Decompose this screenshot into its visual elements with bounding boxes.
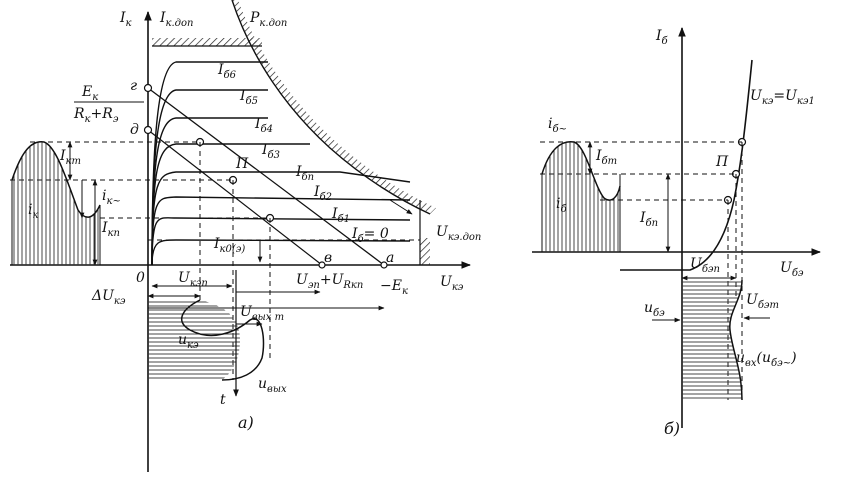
a-ik-dop-label: Iк.доп: [159, 10, 193, 29]
a-pk-dop-label: Pк.доп: [249, 10, 287, 29]
a-load-line-2: [147, 129, 323, 266]
b-ube-wave-fill: [682, 280, 742, 400]
a-delta-uke-label: ΔUкэ: [91, 288, 126, 307]
b-axis-y-label: Iб: [655, 28, 669, 47]
a-origin-label: 0: [136, 270, 145, 286]
a-point-g: [143, 83, 153, 93]
b-point-p-label: П: [715, 154, 729, 170]
a-frac-den: Rк+Rэ: [73, 106, 119, 125]
a-axis-x-label: Uкэ: [440, 274, 464, 293]
b-ib-wave-label: iб: [556, 196, 567, 215]
b-ube-wave-label: uбэ: [644, 300, 665, 319]
a-point-p-label: П: [235, 156, 249, 172]
a-load-line: [147, 87, 385, 266]
a-uep-label: Uэп+URкп: [296, 272, 363, 291]
b-axis-x-label: Uбэ: [780, 260, 804, 279]
a-ib4-label: Iб4: [254, 116, 273, 135]
a-ib3-label: Iб3: [261, 142, 280, 161]
b-ibp-label: Iбп: [639, 210, 658, 229]
a-ukep-label: Uкэп: [178, 270, 208, 289]
a-uke-wave-fill: [148, 300, 240, 380]
a-uke-dop-hatch: [420, 238, 430, 265]
a-ik0-label: Iк0(э): [213, 236, 245, 255]
a-ibp-label: Iбп: [295, 164, 314, 183]
b-input-curve: [620, 59, 753, 271]
a-ikp-label: Iкп: [101, 220, 120, 239]
b-ibm-label: Iбт: [595, 148, 617, 167]
a-output-curves: [151, 61, 411, 266]
a-uvyx-label: uвых: [258, 376, 287, 395]
a-ik-dop-hatch: [152, 38, 262, 46]
a-uke-wave: [180, 299, 265, 381]
a-point-v-label: в: [324, 250, 332, 266]
a-pk-dop-curve: [231, 0, 431, 215]
a-ik-wave-fill: [12, 141, 100, 265]
b-ubem-label: Uбэт: [746, 292, 779, 311]
a-ib2-label: Iб2: [313, 184, 332, 203]
b-ube-wave: [729, 279, 743, 401]
a-ib0-label: Iб= 0: [351, 226, 389, 245]
a-uke-dop-arrow: [389, 199, 413, 215]
a-ek-label: −Eк: [380, 278, 408, 297]
a-axis-y-label: Iк: [119, 10, 132, 29]
a-ib1-label: Iб1: [331, 206, 350, 225]
a-point-d-label: д: [130, 122, 139, 138]
a-ib5-label: Iб5: [239, 88, 258, 107]
a-uvyxm-label: Uвых m: [240, 304, 284, 323]
a-t-label: t: [220, 392, 226, 408]
b-uvx-label: uвх(uбэ~): [736, 350, 797, 369]
a-ik-wave-label: iк: [28, 202, 38, 221]
a-ikm-label: Iкm: [59, 148, 81, 167]
b-caption: б): [664, 419, 680, 438]
a-point-v: [318, 261, 326, 269]
a-curve-ib4: [151, 117, 268, 266]
a-curve-ib6: [151, 61, 268, 266]
a-point-a: [380, 261, 388, 269]
a-uke-wave-label: uкэ: [178, 332, 199, 351]
b-ib-wave-fill: [542, 141, 620, 252]
a-caption: а): [238, 413, 254, 432]
a-frac-num: Eк: [81, 84, 98, 103]
a-ik-wave: [11, 141, 101, 218]
figure-b: Iб Uкэ=Uкэ1 iб~ Iбт iб Iбп П Uбэп Uбэ uб…: [532, 27, 821, 438]
a-ik-tilde-label: iк~: [102, 188, 121, 207]
figure-a: Iк Iк.доп Pк.доп Eк Rк+Rэ г д П в а Iб6 …: [10, 0, 481, 472]
a-curve-ib0: [151, 239, 411, 266]
a-uke-dop-label: Uкэ.доп: [436, 224, 481, 243]
a-point-g-label: г: [130, 78, 137, 94]
b-ubep-label: Uбэп: [690, 256, 720, 275]
a-ib6-label: Iб6: [217, 62, 237, 81]
a-point-a-label: а: [386, 250, 394, 266]
b-ib-tilde-label: iб~: [548, 116, 567, 135]
b-curve-label: Uкэ=Uкэ1: [750, 88, 815, 107]
a-point-d: [143, 125, 153, 135]
